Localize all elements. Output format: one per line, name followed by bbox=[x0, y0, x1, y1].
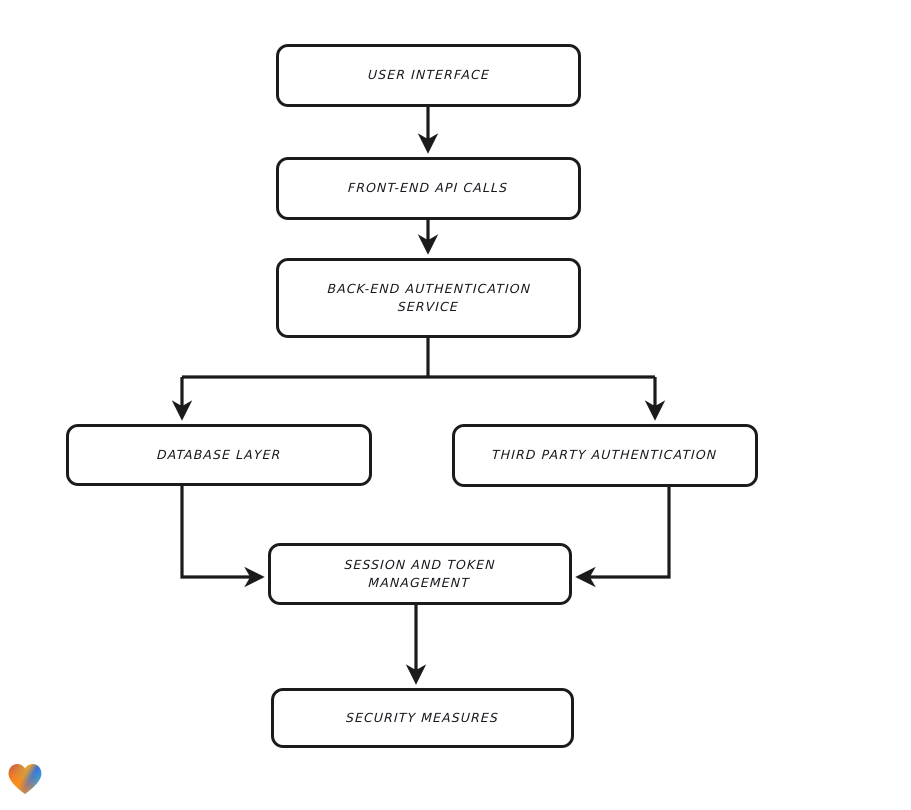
node-label: USER INTERFACE bbox=[367, 67, 490, 83]
node-back-end-authentication-service[interactable]: BACK-END AUTHENTICATION SERVICE bbox=[276, 258, 581, 338]
edge-database-to-session bbox=[180, 486, 265, 588]
node-label: FRONT-END API CALLS bbox=[348, 180, 509, 196]
node-label: BACK-END AUTHENTICATION SERVICE bbox=[326, 280, 532, 314]
node-label: SESSION AND TOKEN MANAGEMENT bbox=[344, 556, 497, 590]
edge-thirdparty-to-session bbox=[575, 487, 671, 588]
heart-icon bbox=[8, 764, 42, 794]
node-user-interface[interactable]: USER INTERFACE bbox=[276, 44, 581, 107]
node-database-layer[interactable]: DATABASE LAYER bbox=[66, 424, 372, 486]
node-label: SECURITY MEASURES bbox=[345, 709, 500, 725]
node-third-party-authentication[interactable]: THIRD PARTY AUTHENTICATION bbox=[452, 424, 758, 487]
node-label: THIRD PARTY AUTHENTICATION bbox=[492, 447, 719, 463]
node-label: DATABASE LAYER bbox=[156, 446, 282, 462]
node-front-end-api-calls[interactable]: FRONT-END API CALLS bbox=[276, 157, 581, 220]
node-security-measures[interactable]: SECURITY MEASURES bbox=[271, 688, 574, 748]
node-session-and-token-management[interactable]: SESSION AND TOKEN MANAGEMENT bbox=[268, 543, 572, 605]
